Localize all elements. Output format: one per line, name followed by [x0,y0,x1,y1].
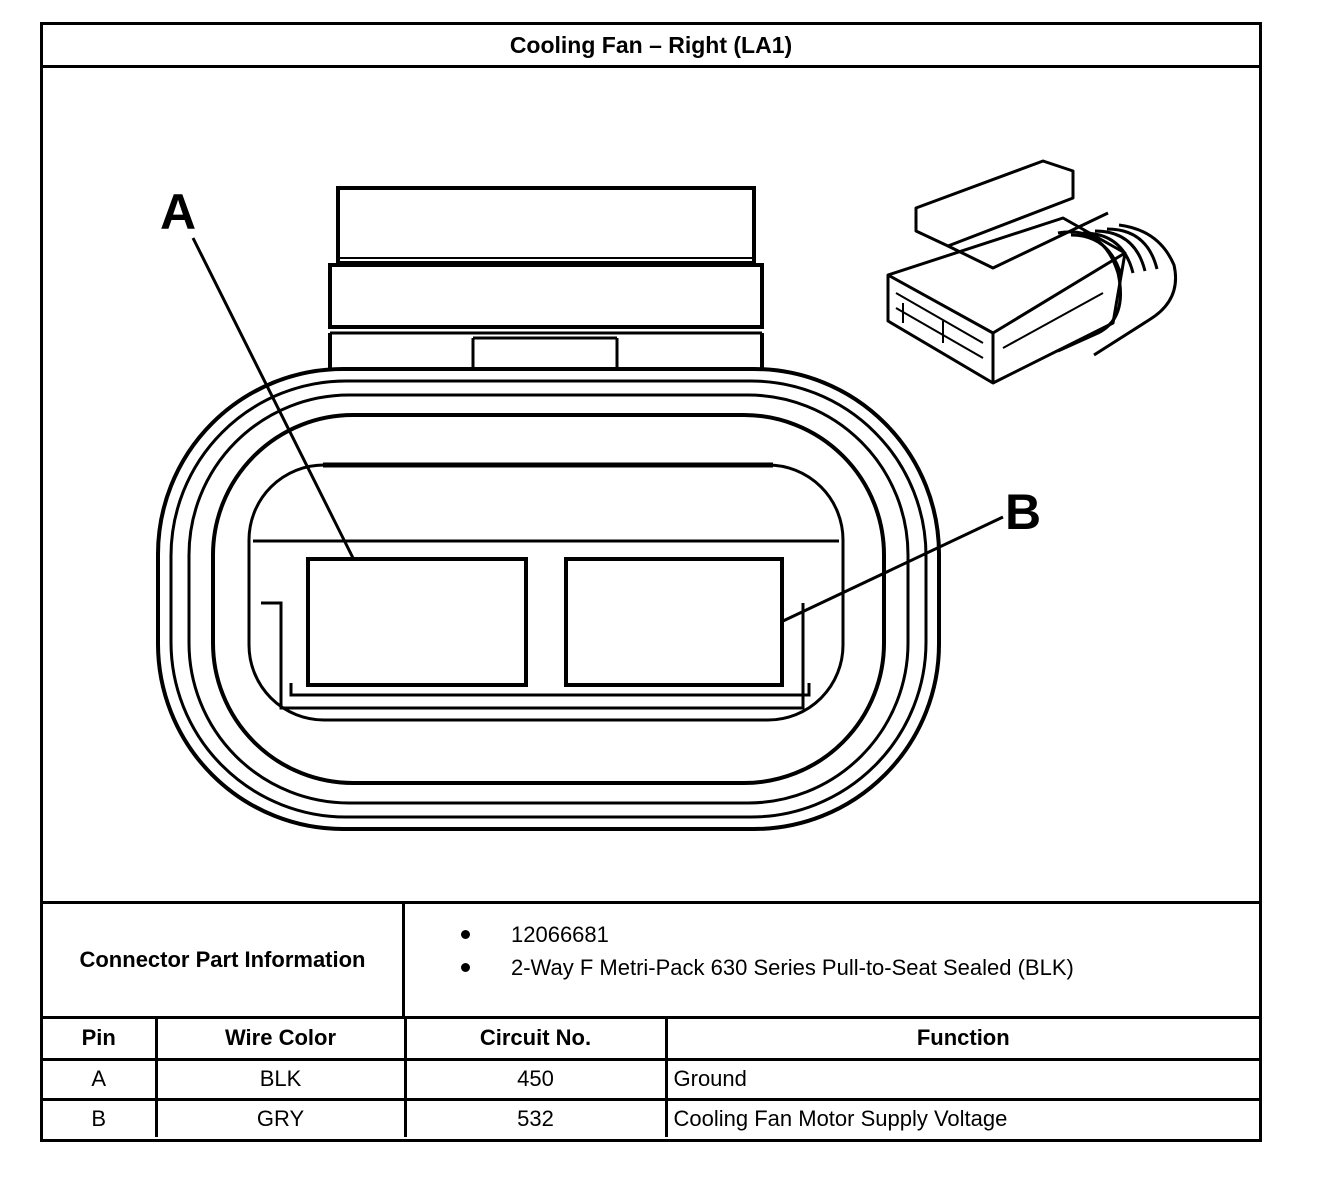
circuit-cell: 532 [405,1099,668,1137]
pin-table: Pin Wire Color Circuit No. Function A BL… [43,1019,1259,1137]
terminal-cavity-b [564,557,784,687]
connector-description-item: 2-Way F Metri-Pack 630 Series Pull-to-Se… [405,951,1074,984]
header-wire-color: Wire Color [156,1019,407,1061]
terminal-cavity-a [306,557,528,687]
callout-line-a [191,237,355,559]
table-row: B GRY 532 Cooling Fan Motor Supply Volta… [43,1099,1259,1137]
connector-sheet: Cooling Fan – Right (LA1) [40,22,1262,1142]
wire-color-cell: GRY [156,1099,407,1137]
table-row: A BLK 450 Ground [43,1059,1259,1101]
header-pin: Pin [43,1019,158,1061]
connector-description: 2-Way F Metri-Pack 630 Series Pull-to-Se… [511,955,1074,980]
header-function: Function [666,1019,1259,1061]
part-number: 12066681 [511,922,609,947]
pin-cell: B [43,1099,158,1137]
pin-cell: A [43,1059,158,1101]
connector-isometric-illustration [886,159,1178,385]
page-title: Cooling Fan – Right (LA1) [43,25,1259,68]
callout-label-b: B [1005,484,1041,540]
wire-color-cell: BLK [156,1059,407,1101]
connector-info-list: 12066681 2-Way F Metri-Pack 630 Series P… [405,918,1074,984]
connector-part-information: Connector Part Information 12066681 2-Wa… [43,901,1259,1019]
connector-face-diagram: A B [156,159,1178,831]
connector-body [156,367,941,831]
function-cell: Cooling Fan Motor Supply Voltage [673,1105,1008,1131]
connector-drawing: A B [43,68,1259,901]
bullet-icon [461,963,470,972]
circuit-cell: 450 [405,1059,668,1101]
pin-table-header: Pin Wire Color Circuit No. Function [43,1019,1259,1061]
connector-latch [328,186,764,369]
connector-info-label: Connector Part Information [43,904,405,1016]
bullet-icon [461,930,470,939]
part-number-item: 12066681 [405,918,1074,951]
header-circuit-no: Circuit No. [405,1019,668,1061]
callout-label-a: A [160,184,196,240]
callout-line-b [782,515,1004,623]
function-cell: Ground [666,1059,1259,1101]
